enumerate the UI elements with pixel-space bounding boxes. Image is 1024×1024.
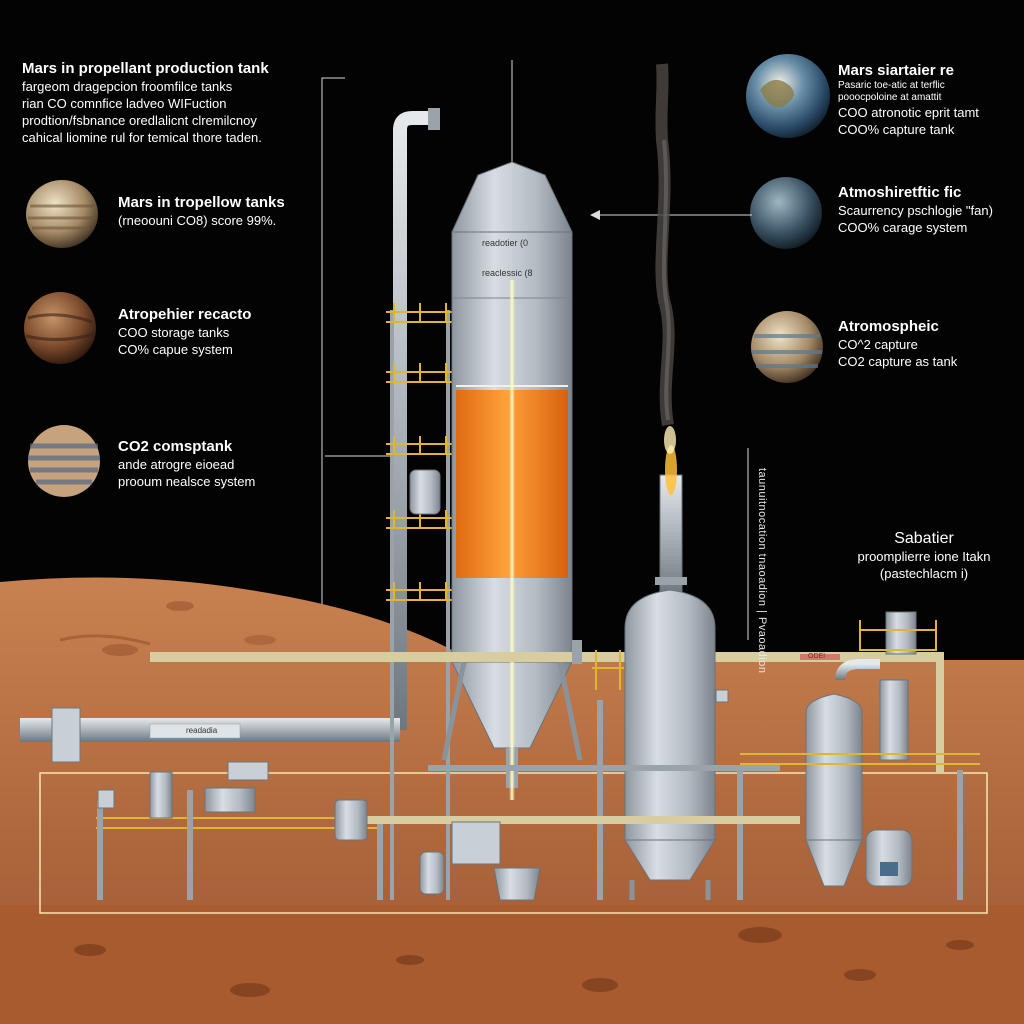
header-line-2: rian CO comnfice ladveo WIFuction bbox=[22, 96, 227, 111]
left-callout-2-line-2: CO% capue system bbox=[118, 342, 233, 357]
header-line-3: prodtion/fsbnance oredlalicnt clremilcno… bbox=[22, 113, 257, 128]
rocks bbox=[74, 927, 974, 997]
reactor-tag-2: reaclessic (8 bbox=[482, 268, 533, 278]
vertical-side-label: taunuitnocation tnaoadion | Pvaoadion bbox=[756, 468, 768, 674]
header-line-4: cahical liomine rul for temical thore ta… bbox=[22, 130, 262, 145]
scaffold-tower bbox=[390, 310, 450, 900]
right-tank-b bbox=[865, 829, 913, 887]
planet-icon-jupiter-left bbox=[28, 425, 100, 497]
sabatier-line-2: (pastechlacm i) bbox=[879, 566, 969, 581]
sabatier-reactor-unit bbox=[835, 611, 944, 772]
secondary-vessel bbox=[624, 589, 729, 900]
right-callout-1-title: Mars siartaier re bbox=[838, 62, 954, 79]
reactor-tag-1: readotier (0 bbox=[482, 238, 529, 248]
pipe-tag: readadia bbox=[186, 726, 218, 735]
walkways bbox=[96, 650, 980, 829]
header-block: Mars in propellant production tank farge… bbox=[22, 60, 269, 146]
right-callout-2: Atmoshiretftic fic Scaurrency pschlogie … bbox=[838, 184, 993, 236]
right-callout-1-line-4: COO% capture tank bbox=[838, 122, 955, 137]
left-callout-2: Atropehier recacto COO storage tanks CO%… bbox=[118, 306, 251, 358]
planet-icon-earth-dark-right bbox=[750, 177, 822, 249]
planet-icon-striped-right bbox=[751, 311, 823, 383]
ground-foreground bbox=[0, 905, 1024, 1024]
left-callout-1-line: (rneoouni CO8) score 99%. bbox=[118, 213, 277, 228]
left-callout-3-line-1: ande atrogre eioead bbox=[118, 457, 235, 472]
sabatier-title: Sabatier bbox=[894, 530, 954, 547]
right-callout-1-line-3: COO atronotic eprit tamt bbox=[838, 105, 979, 120]
smokestack bbox=[655, 63, 687, 596]
left-callout-3-line-2: prooum nealsce system bbox=[118, 474, 256, 489]
planet-icon-venus-left bbox=[26, 180, 98, 248]
arrow-head bbox=[590, 210, 600, 220]
lower-pipework bbox=[97, 700, 963, 900]
light-beam bbox=[509, 280, 515, 800]
pump-units bbox=[97, 761, 541, 901]
right-callout-3-line-1: CO^2 capture bbox=[838, 337, 918, 352]
right-callout-1: Mars siartaier re Pasaric toe-atic at te… bbox=[838, 62, 979, 138]
right-callout-1-line-1: Pasaric toe-atic at terflic bbox=[838, 80, 945, 91]
main-reactor-tank bbox=[441, 161, 583, 800]
upper-pipe bbox=[150, 652, 940, 662]
right-callout-3-line-2: CO2 capture as tank bbox=[838, 354, 958, 369]
left-callout-2-title: Atropehier recacto bbox=[118, 306, 252, 323]
right-tank-a bbox=[805, 693, 863, 887]
planet-icon-earth-top-right bbox=[746, 54, 830, 138]
pipe-marking: ODEI bbox=[808, 653, 826, 660]
right-callout-3-title: Atromospheic bbox=[838, 318, 939, 335]
leader-lines bbox=[321, 60, 752, 720]
right-callout-2-title: Atmoshiretftic fic bbox=[838, 184, 962, 201]
header-title: Mars in propellant production tank bbox=[22, 60, 269, 77]
small-tank-on-tower bbox=[409, 469, 441, 515]
lower-pipe bbox=[360, 816, 800, 824]
sabatier-line-1: proomplierre ione Itakn bbox=[857, 549, 991, 564]
riser-pipe bbox=[393, 111, 432, 730]
right-callout-2-line-2: COO% carage system bbox=[838, 220, 968, 235]
left-callout-1: Mars in tropellow tanks (rneoouni CO8) s… bbox=[118, 194, 285, 229]
left-callout-3-title: CO2 comsptank bbox=[118, 438, 233, 455]
header-line-1: fargeom dragepcion froomfilce tanks bbox=[22, 79, 233, 94]
right-callout-3: Atromospheic CO^2 capture CO2 capture as… bbox=[838, 318, 957, 370]
right-callout-1-line-2: pooocpoloine at amattit bbox=[838, 92, 942, 103]
left-callout-1-title: Mars in tropellow tanks bbox=[118, 194, 285, 211]
right-callout-2-line-1: Scaurrency pschlogie "fan) bbox=[838, 203, 993, 218]
scaffold-platforms bbox=[386, 303, 454, 601]
left-callout-2-line-1: COO storage tanks bbox=[118, 325, 230, 340]
sabatier-callout: Sabatier proomplierre ione Itakn (pastec… bbox=[846, 530, 1002, 582]
planet-icon-mars-left bbox=[24, 292, 96, 364]
left-callout-3: CO2 comsptank ande atrogre eioead prooum… bbox=[118, 438, 255, 490]
